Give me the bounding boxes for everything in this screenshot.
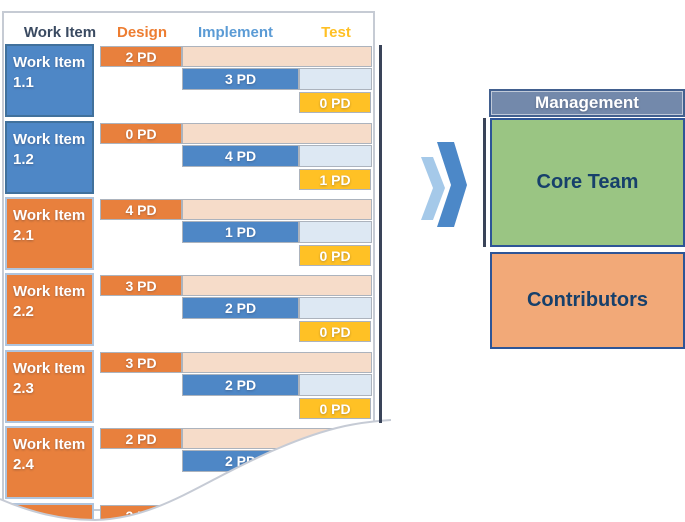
- contributors-box: Contributors: [490, 252, 685, 349]
- implement-bar: 1 PD: [182, 221, 299, 243]
- table-row: Work Item 2.2 3 PD 2 PD 0 PD: [0, 273, 378, 346]
- column-header-implement: Implement: [197, 23, 273, 41]
- test-bar: 0 PD: [299, 92, 371, 113]
- core-team-box: Core Team: [490, 118, 685, 247]
- implement-remainder-bar: [299, 297, 372, 319]
- work-item-label: Work Item 1.2: [5, 121, 94, 194]
- implement-remainder-bar: [299, 145, 372, 167]
- column-header-test: Test: [321, 23, 351, 41]
- core-team-label: Core Team: [536, 171, 639, 193]
- test-bar: 0 PD: [299, 245, 371, 266]
- table-row: Work Item 2.1 4 PD 1 PD 0 PD: [0, 197, 378, 270]
- table-bracket-line: [379, 45, 382, 423]
- implement-remainder-bar: [299, 374, 372, 396]
- page-curl-wave: [0, 419, 391, 522]
- design-bar: 3 PD: [100, 352, 182, 373]
- design-bar: 2 PD: [100, 428, 182, 449]
- test-bar: 0 PD: [299, 321, 371, 342]
- design-bar: 4 PD: [100, 199, 182, 220]
- table-row: Work Item 1.2 0 PD 4 PD 1 PD: [0, 121, 378, 194]
- implement-bar: 4 PD: [182, 145, 299, 167]
- implement-bar: 2 PD: [182, 374, 299, 396]
- management-box: Management: [489, 89, 685, 117]
- design-remainder-bar: [182, 123, 372, 144]
- design-bar: 0 PD: [100, 123, 182, 144]
- work-item-label: Work Item 2.2: [5, 273, 94, 346]
- implement-remainder-bar: [299, 221, 372, 243]
- design-remainder-bar: [182, 352, 372, 373]
- design-bar: 3 PD: [100, 275, 182, 296]
- table-row: Work Item 2.3 3 PD 2 PD 0 PD: [0, 350, 378, 423]
- work-item-label: Work Item 2.1: [5, 197, 94, 270]
- design-bar: 2 PD: [100, 46, 182, 67]
- management-label: Management: [535, 93, 639, 112]
- design-remainder-bar: [182, 275, 372, 296]
- design-remainder-bar: [182, 199, 372, 220]
- implement-bar: 3 PD: [182, 68, 299, 90]
- column-header-design: Design: [116, 23, 167, 41]
- implement-bar: 2 PD: [182, 297, 299, 319]
- work-item-label: Work Item 2.4: [5, 426, 94, 499]
- test-bar: 1 PD: [299, 169, 371, 190]
- design-remainder-bar: [182, 46, 372, 67]
- implement-remainder-bar: [299, 68, 372, 90]
- work-item-label: Work Item 2.3: [5, 350, 94, 423]
- double-chevron-icon: [421, 142, 467, 227]
- team-bracket-line: [483, 118, 486, 247]
- column-header-work-item: Work Item: [23, 23, 97, 41]
- table-row: Work Item 1.1 2 PD 3 PD 0 PD: [0, 44, 378, 117]
- contributors-label: Contributors: [526, 289, 649, 311]
- work-item-label: Work Item 1.1: [5, 44, 94, 117]
- test-bar: 0 PD: [299, 398, 371, 419]
